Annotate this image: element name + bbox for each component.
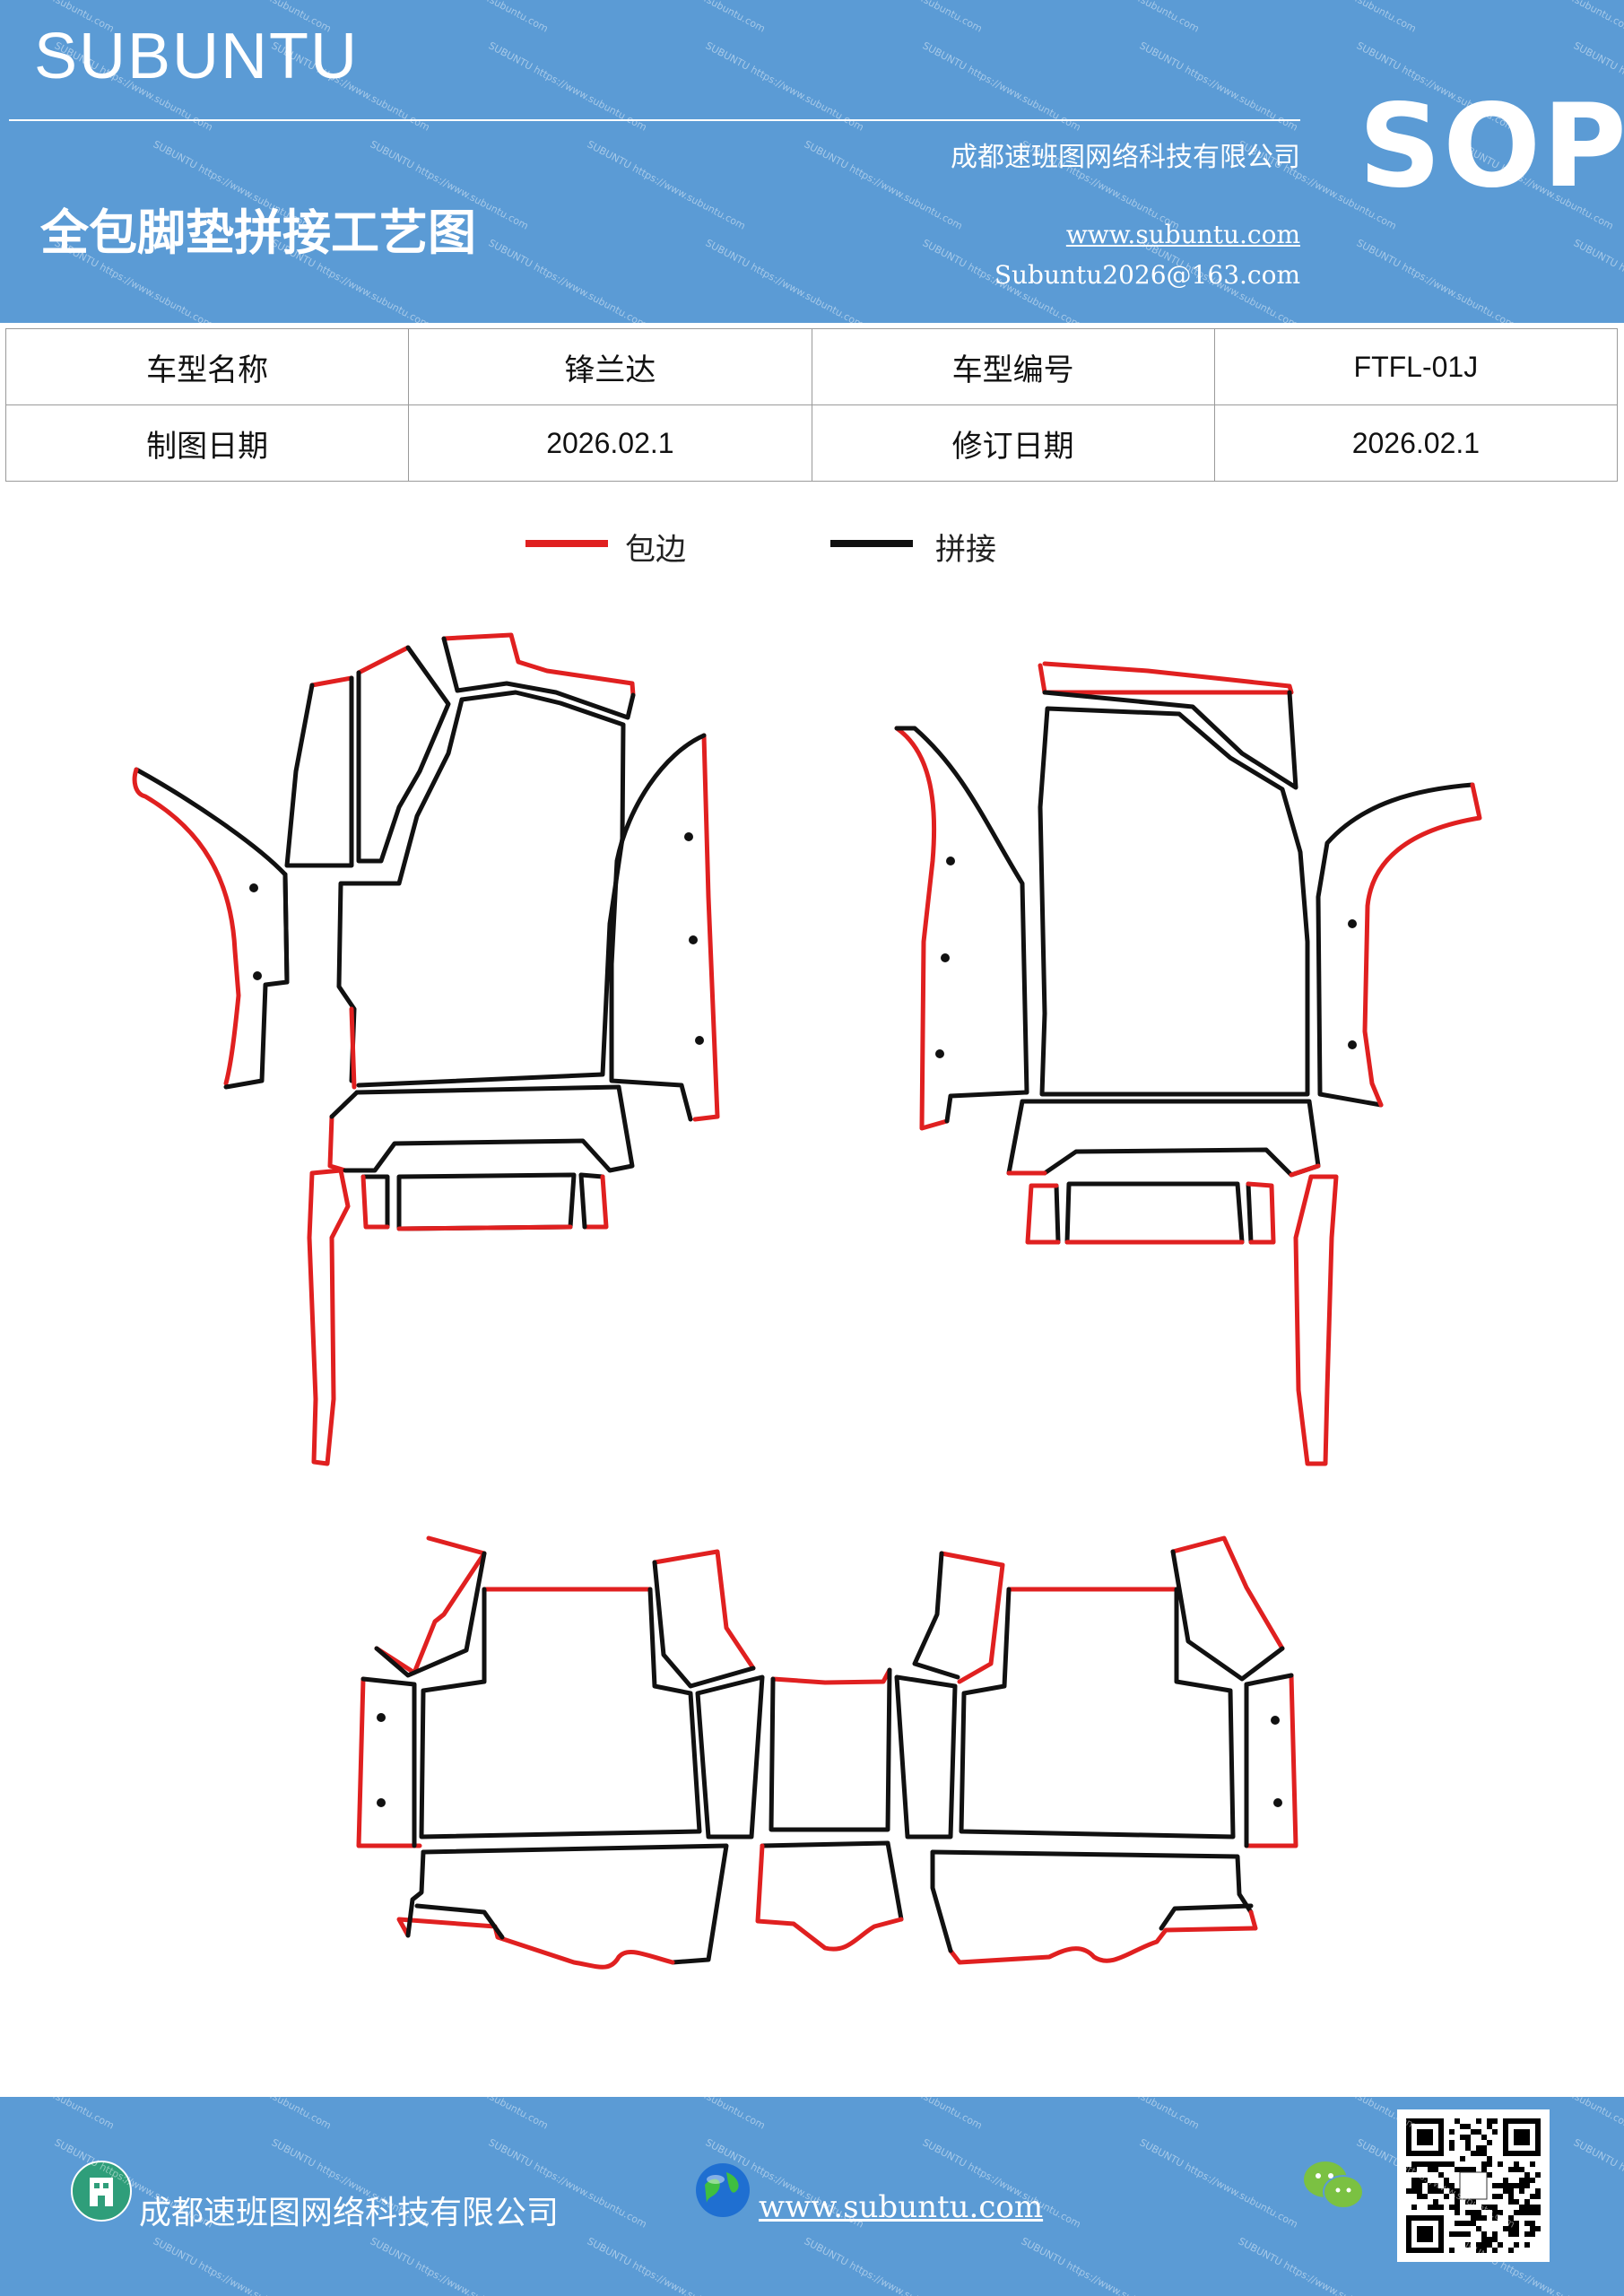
watermark-text: SUBUNTU https://www.subuntu.com bbox=[1236, 2235, 1399, 2296]
watermark-text: SUBUNTU https://www.subuntu.com bbox=[1019, 2235, 1182, 2296]
watermark-text: SUBUNTU https://www.subuntu.com bbox=[388, 2097, 551, 2132]
model-name-value: 锋兰达 bbox=[408, 328, 812, 405]
header-company: 成都速班图网络科技有限公司 bbox=[951, 142, 1300, 173]
watermark-text: SUBUNTU https://www.subuntu.com bbox=[1256, 2097, 1419, 2132]
watermark-text: SUBUNTU https://www.subuntu.com bbox=[1137, 2136, 1300, 2231]
legend-edge-swatch bbox=[525, 540, 608, 547]
header-divider bbox=[9, 119, 1300, 121]
draw-date-label: 制图日期 bbox=[4, 404, 410, 482]
header-email: Subuntu2026@163.com bbox=[994, 260, 1300, 290]
watermark-text: SUBUNTU https://www.subuntu.com bbox=[605, 2097, 768, 2132]
footer-banner: 成都速班图网络科技有限公司 www.subuntu.com SUBUNTU ht… bbox=[0, 2097, 1624, 2296]
model-code-value: FTFL-01J bbox=[1213, 328, 1619, 405]
rear-mats bbox=[356, 1535, 1298, 1970]
footer-company: 成都速班图网络科技有限公司 bbox=[139, 2195, 560, 2231]
sop-badge: SOP bbox=[1359, 80, 1624, 213]
legend-join-label: 拼接 bbox=[935, 532, 996, 568]
watermark-text: SUBUNTU https://www.subuntu.com bbox=[802, 2235, 965, 2296]
legend-join-swatch bbox=[830, 540, 913, 547]
table-row: 车型名称 锋兰达 车型编号 FTFL-01J bbox=[4, 328, 1619, 405]
page-title: 全包脚垫拼接工艺图 bbox=[40, 204, 476, 261]
watermark-text: SUBUNTU https://www.subuntu.com bbox=[0, 2097, 116, 2132]
info-table: 车型名称 锋兰达 车型编号 FTFL-01J 制图日期 2026.02.1 修订… bbox=[4, 328, 1619, 482]
footer-website-link[interactable]: www.subuntu.com bbox=[759, 2189, 1044, 2225]
watermark-text: SUBUNTU https://www.subuntu.com bbox=[171, 2097, 334, 2132]
model-code-label: 车型编号 bbox=[811, 328, 1215, 405]
brand-name: SUBUNTU bbox=[34, 21, 360, 92]
watermark-text: SUBUNTU https://www.subuntu.com bbox=[151, 2235, 314, 2296]
globe-icon bbox=[696, 2163, 750, 2217]
building-icon bbox=[71, 2161, 132, 2222]
header-website-link[interactable]: www.subuntu.com bbox=[1065, 220, 1300, 249]
revise-date-value: 2026.02.1 bbox=[1213, 404, 1619, 482]
draw-date-value: 2026.02.1 bbox=[408, 404, 812, 482]
watermark-text: SUBUNTU https://www.subuntu.com bbox=[1039, 2097, 1202, 2132]
front-left-mats bbox=[132, 632, 720, 1466]
revise-date-label: 修订日期 bbox=[811, 404, 1215, 482]
header-banner: SUBUNTU 成都速班图网络科技有限公司 全包脚垫拼接工艺图 www.subu… bbox=[0, 0, 1624, 323]
qr-code[interactable] bbox=[1397, 2109, 1550, 2262]
legend-edge-label: 包边 bbox=[625, 532, 686, 568]
legend: 包边 拼接 bbox=[0, 525, 1624, 570]
watermark-text: SUBUNTU https://www.subuntu.com bbox=[1571, 2136, 1624, 2231]
watermark-text: SUBUNTU https://www.subuntu.com bbox=[585, 2235, 748, 2296]
watermark-text: SUBUNTU https://www.subuntu.com bbox=[822, 2097, 985, 2132]
wechat-icon bbox=[1304, 2161, 1364, 2209]
front-right-mats bbox=[894, 661, 1482, 1466]
watermark-text: SUBUNTU https://www.subuntu.com bbox=[368, 2235, 531, 2296]
table-row: 制图日期 2026.02.1 修订日期 2026.02.1 bbox=[4, 404, 1619, 482]
model-name-label: 车型名称 bbox=[4, 328, 410, 405]
